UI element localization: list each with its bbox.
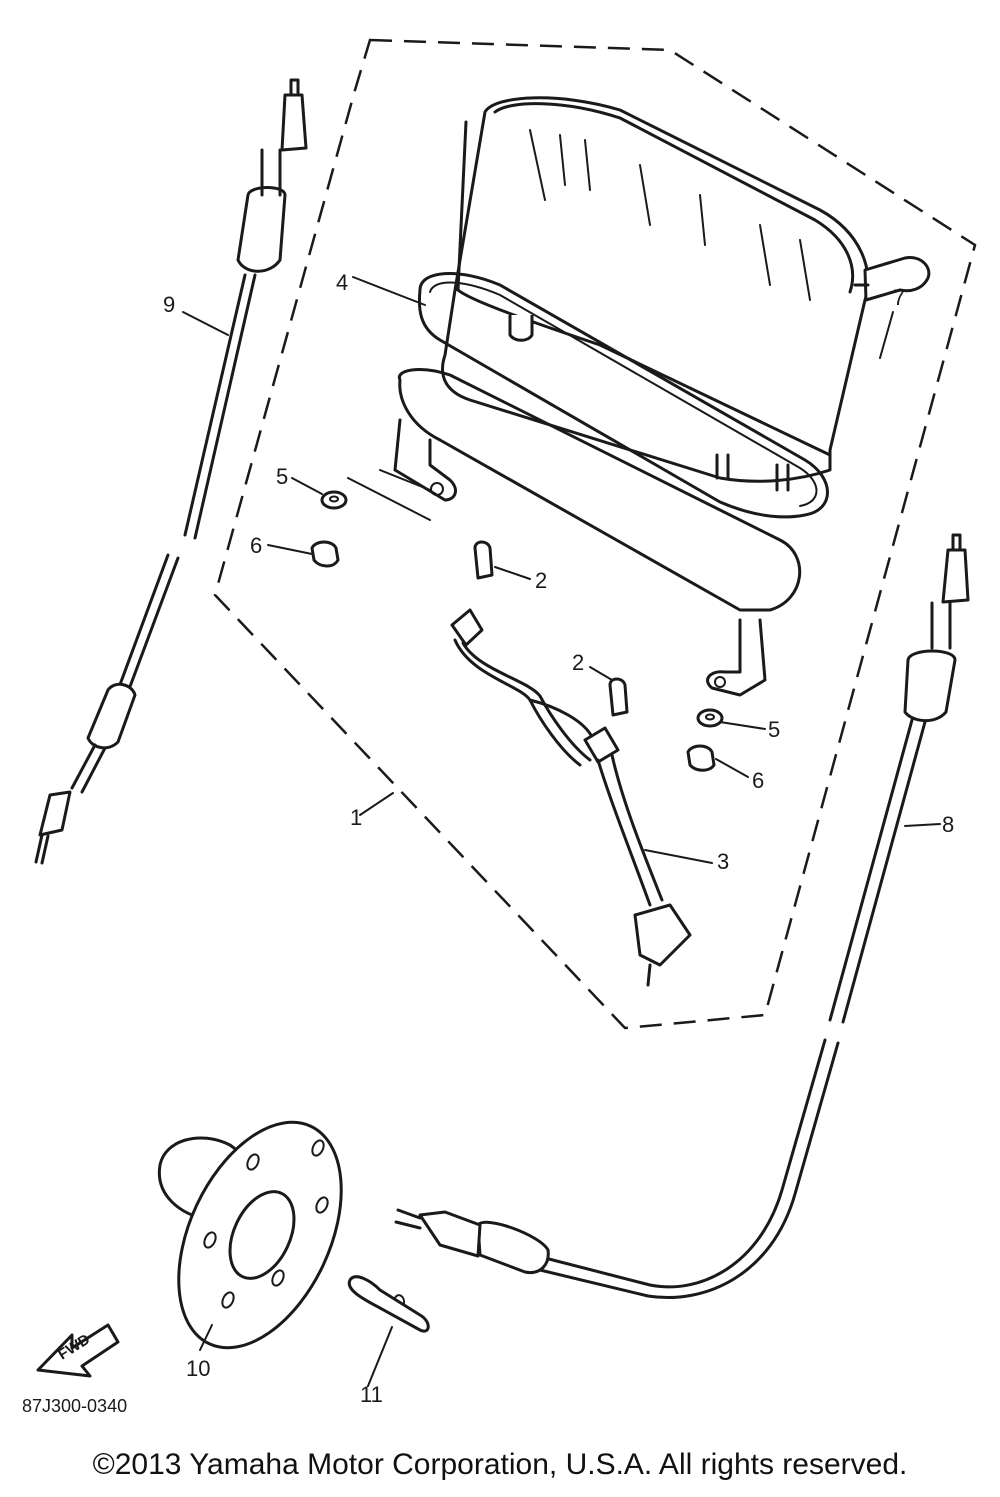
meter-cable-upper-left (34, 78, 308, 865)
nut-left (310, 540, 340, 568)
bulb-upper (473, 540, 494, 580)
callout-1: 1 (350, 805, 362, 830)
callout-11: 11 (360, 1382, 383, 1407)
meter-bracket (393, 368, 802, 697)
washer-right (696, 708, 724, 728)
callout-9: 9 (163, 292, 175, 317)
callout-4: 4 (336, 270, 348, 295)
callout-3: 3 (717, 849, 729, 874)
meter-housing (441, 96, 870, 492)
wire-harness (450, 608, 692, 987)
callout-5-left: 5 (276, 464, 288, 489)
reset-knob (853, 256, 931, 302)
fwd-arrow-icon: FWD (36, 1323, 120, 1378)
meter-gear-unit (157, 1120, 343, 1350)
meter-cable-right (394, 533, 970, 1299)
diagram-code: 87J300-0340 (22, 1396, 127, 1416)
callout-2-upper: 2 (535, 568, 547, 593)
callout-8: 8 (942, 812, 954, 837)
leader-lines (182, 276, 941, 1387)
assembly-boundary (213, 38, 977, 1030)
callout-6-left: 6 (250, 533, 262, 558)
washer-left (320, 490, 348, 510)
nut-right (686, 744, 716, 772)
gasket-ring (417, 272, 829, 519)
callout-2-lower: 2 (572, 650, 584, 675)
callout-6-right: 6 (752, 768, 764, 793)
callout-10: 10 (186, 1356, 210, 1381)
drive-pin (347, 1275, 430, 1333)
bulb-lower (608, 677, 629, 717)
copyright-notice: ©2013 Yamaha Motor Corporation, U.S.A. A… (92, 1448, 908, 1481)
callout-5-right: 5 (768, 717, 780, 742)
callout-7: 7 (893, 285, 905, 310)
